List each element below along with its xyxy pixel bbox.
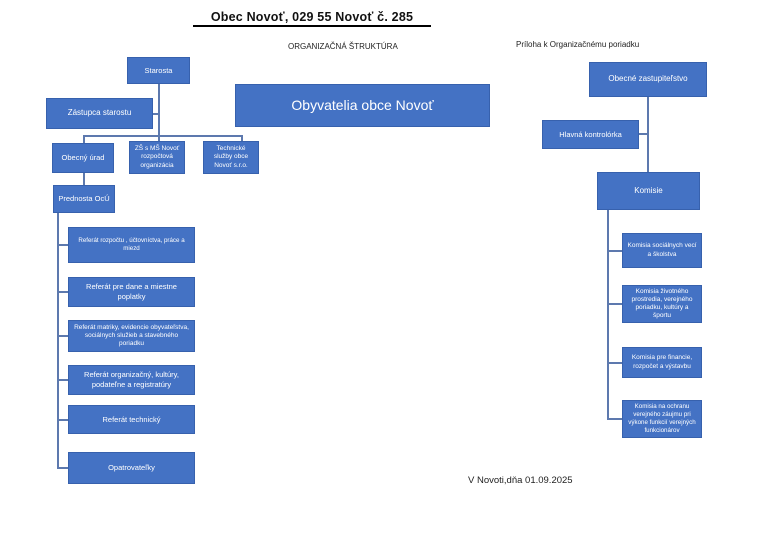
connector-drop-obecny-urad: [83, 135, 85, 143]
node-referat-dane: Referát pre dane a miestne poplatky: [68, 277, 195, 307]
node-referat-rozpoctu: Referát rozpočtu , účtovníctva, práce a …: [68, 227, 195, 263]
connector-tick-komisia-3: [607, 362, 622, 364]
document-title: Obec Novoť, 029 55 Novoť č. 285: [193, 10, 431, 27]
node-starosta: Starosta: [127, 57, 190, 84]
connector-tick-komisia-4: [607, 418, 622, 420]
node-referat-organizacny: Referát organizačný, kultúry, podateľne …: [68, 365, 195, 395]
connector-tick-referat-2: [57, 291, 68, 293]
node-hlavna-kontrolorka: Hlavná kontrolórka: [542, 120, 639, 149]
connector-referaty-spine: [57, 213, 59, 468]
connector-branch-horizontal: [83, 135, 242, 137]
connector-starosta-down: [158, 84, 160, 141]
connector-zastupca: [153, 113, 159, 115]
node-referat-technicky: Referát technický: [68, 405, 195, 434]
node-komisia-socialnych-veci: Komisia sociálnych vecí a školstva: [622, 233, 702, 268]
date-note: V Novoti,dňa 01.09.2025: [468, 475, 573, 486]
node-opatrovatelky: Opatrovateľky: [68, 452, 195, 484]
node-komisia-zivotneho-prostredia: Komisia životného prostredia, verejného …: [622, 285, 702, 323]
node-obecny-urad: Obecný úrad: [52, 143, 114, 173]
connector-tick-referat-4: [57, 379, 68, 381]
node-technicke-sluzby: Technické služby obce Novoť s.r.o.: [203, 141, 259, 174]
node-obecne-zastupitelstvo: Obecné zastupiteľstvo: [589, 62, 707, 97]
section-heading-left: ORGANIZAČNÁ ŠTRUKTÚRA: [288, 42, 398, 51]
connector-komisie-spine: [607, 210, 609, 419]
connector-tick-referat-1: [57, 244, 68, 246]
node-obyvatelia-obce: Obyvatelia obce Novoť: [235, 84, 490, 127]
node-zastupca-starostu: Zástupca starostu: [46, 98, 153, 129]
connector-tick-referat-3: [57, 335, 68, 337]
connector-zastupitelstvo-komisie: [647, 97, 649, 172]
connector-tick-referat-5: [57, 419, 68, 421]
connector-tick-komisia-1: [607, 250, 622, 252]
connector-drop-technicke: [241, 135, 243, 142]
node-komisia-ochrana-zaujmu: Komisia na ochranu verejného záujmu pri …: [622, 400, 702, 438]
connector-tick-komisia-2: [607, 303, 622, 305]
connector-obecny-prednosta: [83, 173, 85, 185]
section-heading-right: Príloha k Organizačnému poriadku: [516, 40, 640, 49]
connector-kontrolorka: [639, 133, 648, 135]
connector-tick-referat-6: [57, 467, 68, 469]
node-komisia-financie: Komisia pre financie, rozpočet a výstavb…: [622, 347, 702, 378]
node-referat-matriky: Referát matriky, evidencie obyvateľstva,…: [68, 320, 195, 352]
node-zs-ms-novot: ZŠ s MŠ Novoť rozpočtová organizácia: [129, 141, 185, 174]
node-prednosta-ocu: Prednosta OcÚ: [53, 185, 115, 213]
node-komisie: Komisie: [597, 172, 700, 210]
